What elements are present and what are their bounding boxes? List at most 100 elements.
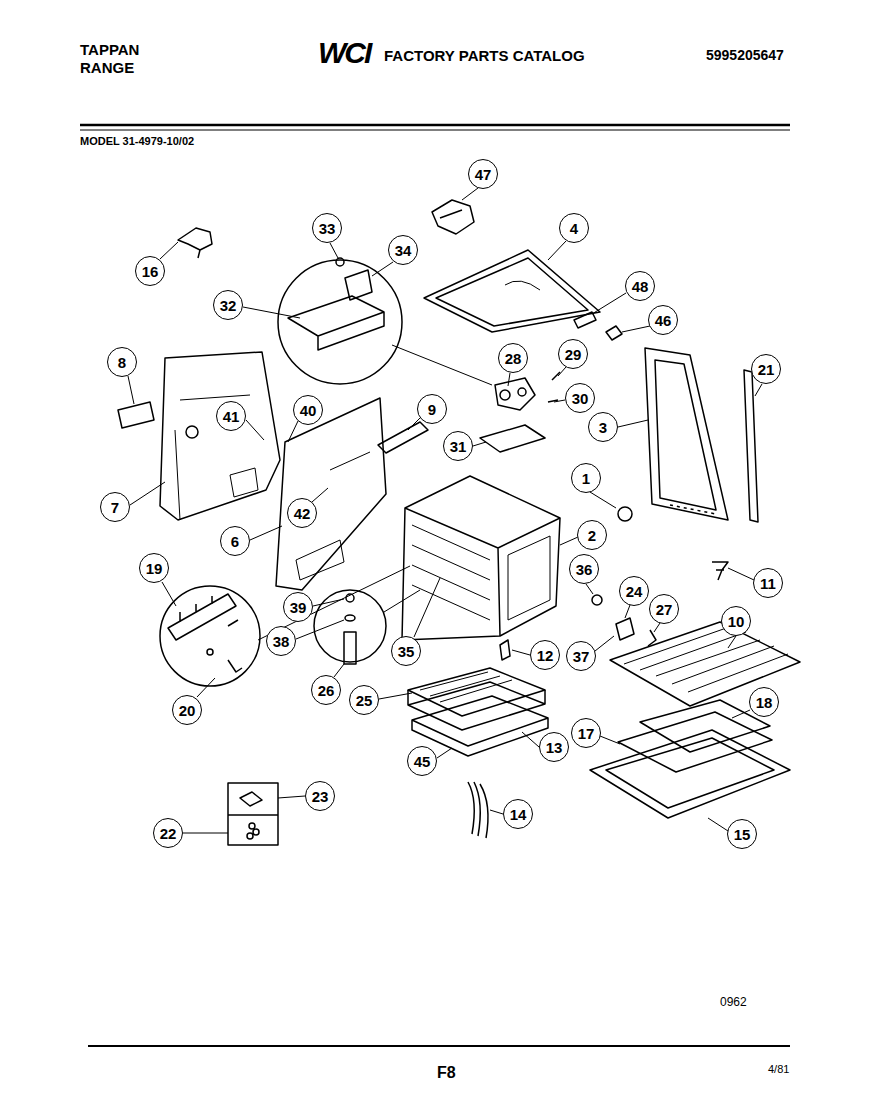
callout-circle: 9: [417, 394, 447, 424]
callout-circle: 21: [751, 354, 781, 384]
callout-circle: 25: [349, 685, 379, 715]
callout-number: 32: [220, 298, 237, 313]
callout-number: 19: [146, 561, 163, 576]
callout-circle: 30: [565, 383, 595, 413]
callout-circle: 20: [172, 695, 202, 725]
callout-circle: 28: [498, 343, 528, 373]
callout-number: 34: [395, 243, 412, 258]
callout-number: 35: [398, 644, 415, 659]
callout-circle: 16: [135, 256, 165, 286]
drawing-code: 0962: [720, 996, 747, 1009]
callout-number: 13: [546, 740, 563, 755]
callout-number: 3: [599, 420, 607, 435]
callout-circle: 41: [216, 401, 246, 431]
callout-number: 29: [565, 347, 582, 362]
callout-circle: 15: [727, 819, 757, 849]
callout-circle: 48: [625, 271, 655, 301]
callout-circle: 31: [443, 431, 473, 461]
callout-number: 36: [576, 562, 593, 577]
callout-number: 16: [142, 264, 159, 279]
callout-number: 20: [179, 703, 196, 718]
callout-circle: 7: [100, 492, 130, 522]
callout-circle: 8: [107, 347, 137, 377]
callout-circle: 4: [559, 213, 589, 243]
callout-number: 47: [475, 167, 492, 182]
callout-circle: 26: [311, 675, 341, 705]
callout-circle: 17: [571, 718, 601, 748]
callout-circle: 40: [293, 395, 323, 425]
catalog-number: 5995205647: [706, 48, 784, 63]
callout-number: 18: [756, 695, 773, 710]
callout-number: 48: [632, 279, 649, 294]
callout-number: 7: [111, 500, 119, 515]
callout-number: 14: [510, 807, 527, 822]
callout-number: 37: [573, 649, 590, 664]
callout-number: 31: [450, 439, 467, 454]
product-type: RANGE: [80, 60, 134, 77]
callout-circle: 1: [571, 463, 601, 493]
callout-number: 24: [626, 584, 643, 599]
callout-number: 40: [300, 403, 317, 418]
callout-number: 25: [356, 693, 373, 708]
callout-number: 33: [319, 221, 336, 236]
callout-circle: 36: [569, 554, 599, 584]
callout-number: 17: [578, 726, 595, 741]
callout-number: 2: [588, 528, 596, 543]
callout-circle: 2: [577, 520, 607, 550]
callout-circle: 42: [287, 498, 317, 528]
callout-number: 22: [160, 826, 177, 841]
callout-number: 23: [312, 789, 329, 804]
callout-number: 26: [318, 683, 335, 698]
callout-circle: 46: [648, 305, 678, 335]
callout-circle: 10: [721, 606, 751, 636]
callout-circle: 13: [539, 732, 569, 762]
callout-number: 30: [572, 391, 589, 406]
callout-number: 39: [290, 600, 307, 615]
callout-circle: 29: [558, 339, 588, 369]
callout-circle: 45: [407, 746, 437, 776]
date-code: 4/81: [768, 1063, 789, 1075]
callout-circle: 23: [305, 781, 335, 811]
callout-number: 28: [505, 351, 522, 366]
callout-circle: 35: [391, 636, 421, 666]
callout-circle: 39: [283, 592, 313, 622]
callout-number: 6: [231, 534, 239, 549]
callout-circle: 33: [312, 213, 342, 243]
callout-number: 15: [734, 827, 751, 842]
callout-number: 4: [570, 221, 578, 236]
callout-number: 11: [760, 576, 776, 591]
callout-circle: 27: [649, 594, 679, 624]
callout-circle: 6: [220, 526, 250, 556]
callout-circle: 32: [213, 290, 243, 320]
callout-number: 9: [428, 402, 436, 417]
callout-circle: 37: [566, 641, 596, 671]
catalog-title: FACTORY PARTS CATALOG: [384, 48, 585, 65]
model-number: MODEL 31-4979-10/02: [80, 135, 194, 147]
callout-number: 45: [414, 754, 431, 769]
callout-number: 21: [758, 362, 775, 377]
callout-number: 27: [656, 602, 673, 617]
callout-circle: 47: [468, 159, 498, 189]
callout-number: 8: [118, 355, 126, 370]
callout-circle: 18: [749, 687, 779, 717]
callout-circle: 19: [139, 553, 169, 583]
callout-circle: 24: [619, 576, 649, 606]
callout-number: 41: [223, 409, 240, 424]
callout-number: 12: [537, 648, 554, 663]
callout-circle: 34: [388, 235, 418, 265]
callout-circle: 12: [530, 640, 560, 670]
callout-circle: 3: [588, 412, 618, 442]
callout-circle: 38: [266, 626, 296, 656]
callout-number: 38: [273, 634, 290, 649]
callout-circle: 14: [503, 799, 533, 829]
callout-number: 1: [582, 471, 590, 486]
page-number: F8: [437, 1064, 456, 1082]
callout-circle: 22: [153, 818, 183, 848]
callout-number: 10: [728, 614, 745, 629]
catalog-logo: WCI: [318, 36, 370, 69]
callout-number: 46: [655, 313, 672, 328]
callout-circle: 11: [753, 568, 783, 598]
brand-name: TAPPAN: [80, 42, 139, 59]
